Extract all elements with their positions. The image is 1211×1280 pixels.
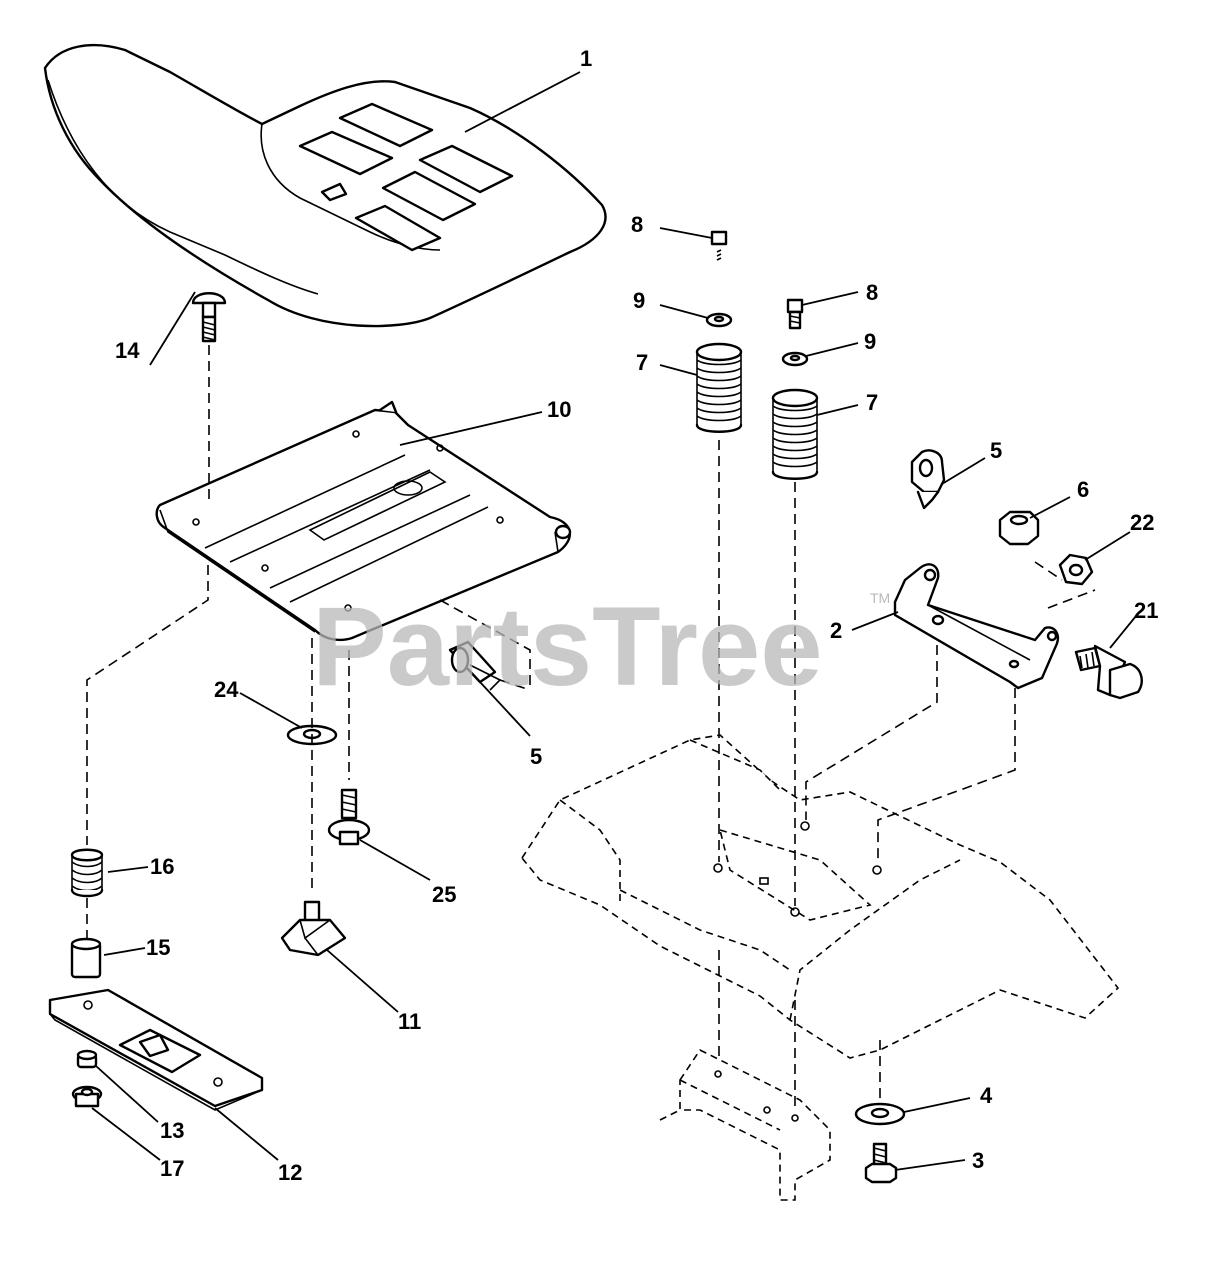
flange-nut-17-part[interactable] <box>71 1085 103 1108</box>
callout-8a[interactable]: 8 <box>631 212 643 237</box>
callout-13[interactable]: 13 <box>160 1118 184 1143</box>
callout-1[interactable]: 1 <box>580 46 592 71</box>
callout-8b[interactable]: 8 <box>866 280 878 305</box>
washer-9a-part[interactable] <box>705 312 733 328</box>
callout-14[interactable]: 14 <box>115 338 140 363</box>
callout-10[interactable]: 10 <box>547 397 571 422</box>
spring-16-part[interactable] <box>70 848 104 898</box>
callout-3[interactable]: 3 <box>972 1148 984 1173</box>
bolt-8b-part[interactable] <box>786 298 804 330</box>
callout-21[interactable]: 21 <box>1134 598 1158 623</box>
pivot-plate-part[interactable] <box>48 988 264 1111</box>
callout-5a[interactable]: 5 <box>530 744 542 769</box>
spacer-part[interactable] <box>70 937 102 979</box>
nut-13-part[interactable] <box>76 1049 98 1069</box>
spring-7a-part[interactable] <box>695 342 743 433</box>
callout-11[interactable]: 11 <box>398 1009 421 1034</box>
callout-4[interactable]: 4 <box>980 1083 993 1108</box>
callout-7b[interactable]: 7 <box>866 390 878 415</box>
callout-7a[interactable]: 7 <box>636 350 648 375</box>
callout-9b[interactable]: 9 <box>864 329 876 354</box>
nut-22-part[interactable] <box>1058 553 1094 586</box>
mounting-bracket-part[interactable] <box>893 563 1059 690</box>
callout-16[interactable]: 16 <box>150 854 174 879</box>
nut-6-part[interactable] <box>998 510 1040 546</box>
seat-part[interactable] <box>43 43 607 328</box>
latch-bracket-part[interactable] <box>448 640 502 691</box>
spring-7b-part[interactable] <box>771 388 819 480</box>
callout-2[interactable]: 2 <box>830 618 842 643</box>
carriage-bolt-part[interactable] <box>191 292 227 343</box>
shoulder-bolt-part[interactable] <box>327 788 371 846</box>
washer-4-part[interactable] <box>854 1102 906 1126</box>
callout-25[interactable]: 25 <box>432 882 456 907</box>
bolt-8a-part[interactable] <box>710 230 728 261</box>
bolt-3-part[interactable] <box>864 1142 898 1184</box>
callout-6[interactable]: 6 <box>1077 477 1089 502</box>
callout-12[interactable]: 12 <box>278 1160 302 1185</box>
shoulder-bolt-21-part[interactable] <box>1074 644 1143 700</box>
watermark-text: PartsTree <box>312 584 823 709</box>
callout-15[interactable]: 15 <box>146 935 170 960</box>
callout-17[interactable]: 17 <box>160 1156 184 1181</box>
washer-9b-part[interactable] <box>781 351 809 367</box>
seat-pan-part[interactable] <box>155 400 572 642</box>
callout-24[interactable]: 24 <box>214 677 239 702</box>
callout-5b[interactable]: 5 <box>990 438 1002 463</box>
callout-9a[interactable]: 9 <box>633 288 645 313</box>
callout-22[interactable]: 22 <box>1130 510 1154 535</box>
watermark-trademark: TM <box>870 590 890 606</box>
knob-part[interactable] <box>280 900 347 957</box>
chassis-outline <box>521 734 1120 1201</box>
latch-5-part[interactable] <box>910 449 946 510</box>
